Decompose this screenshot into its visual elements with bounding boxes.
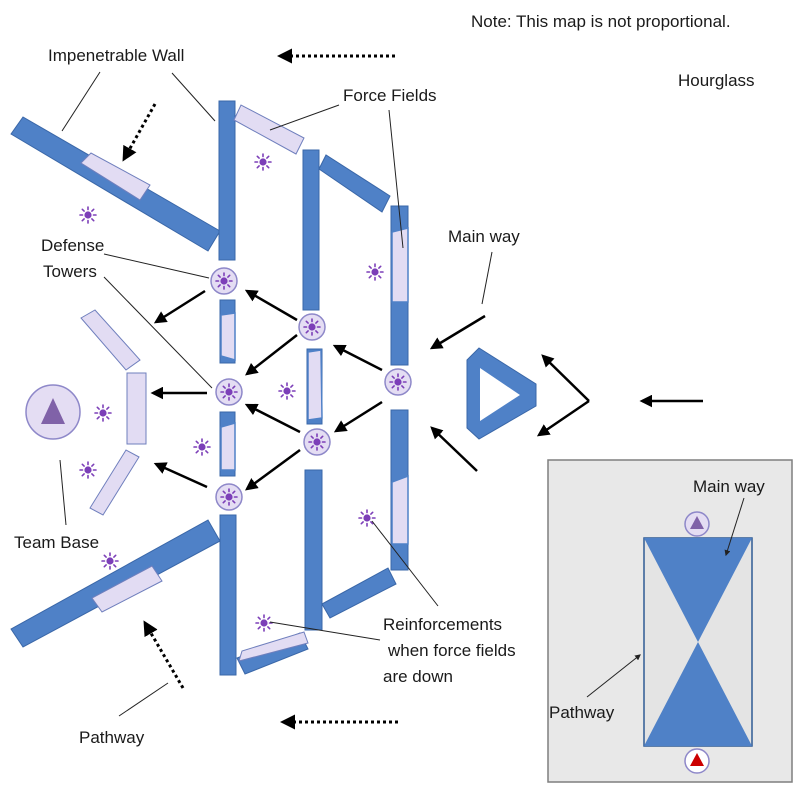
callout-team-base	[59, 459, 67, 526]
sun-icon	[308, 433, 326, 451]
inset-callout-pathway	[586, 654, 641, 698]
force-fields-label: Force Fields	[343, 86, 437, 105]
arrow-enter-bottom	[430, 426, 478, 472]
force-field-middle	[307, 349, 323, 421]
callout-lines	[59, 71, 493, 717]
arrow-to-tower4	[332, 344, 383, 372]
note-text: Note: This map is not proportional.	[471, 12, 731, 31]
callout-reinforce-2	[269, 621, 381, 641]
defense-towers	[210, 267, 412, 511]
arrow-to-base-top	[153, 289, 206, 324]
reinforcement-sun-icon	[358, 509, 376, 527]
reinforcements-label-line2: when force fields	[387, 641, 516, 660]
reinforcement-sun-icon	[94, 404, 112, 422]
callout-wall-1	[61, 71, 101, 132]
force-field-bottom-gate	[238, 631, 309, 662]
wall-middle-bottom	[304, 469, 323, 631]
inset-overview: Main way Pathway	[547, 459, 793, 783]
force-field-top-gate	[233, 104, 305, 155]
callout-wall-2	[171, 72, 216, 122]
arrow-to-tower5	[333, 400, 383, 433]
callout-ff-2	[388, 109, 404, 249]
inset-hourglass-top	[644, 538, 752, 642]
force-field-outer-top	[391, 227, 409, 303]
sun-icon	[303, 318, 321, 336]
defense-tower-2	[215, 378, 243, 406]
reinforcements-label-line3: are down	[383, 667, 453, 686]
sun-icon	[220, 383, 238, 401]
walls	[10, 100, 537, 676]
reinforcement-sun-icon	[193, 438, 211, 456]
defense-tower-3	[215, 483, 243, 511]
reinforcement-sun-icon	[366, 263, 384, 281]
defense-tower-5	[303, 428, 331, 456]
defense-towers-label-line2: Towers	[43, 262, 97, 281]
callout-reinforce-1	[371, 520, 439, 607]
team-base-label: Team Base	[14, 533, 99, 552]
wall-inner-bottom	[219, 514, 237, 676]
force-field-base-middle	[126, 372, 147, 445]
callout-tower-1	[103, 253, 210, 279]
map-name: Hourglass	[678, 71, 755, 90]
reinforcement-sun-icon	[255, 614, 273, 632]
wall-middle-diag-top	[318, 154, 391, 213]
force-field-inner-1	[220, 312, 236, 361]
arrow-enter-top	[429, 314, 486, 350]
wall-middle-top	[302, 149, 320, 311]
team-base-triangle-icon	[41, 398, 65, 424]
sun-icon	[215, 272, 233, 290]
inset-main-way-label: Main way	[693, 477, 765, 496]
defense-tower-6	[384, 368, 412, 396]
force-field-lower-left	[91, 565, 163, 613]
reinforcement-sun-icon	[79, 461, 97, 479]
wall-middle-diag-bottom	[321, 567, 397, 619]
movement-arrows	[150, 289, 703, 491]
dotted-arrows	[122, 48, 398, 730]
reinforcement-sun-icon	[278, 382, 296, 400]
force-field-outer-bottom	[391, 474, 409, 545]
arrow-to-tower2a	[245, 334, 298, 376]
wall-inner-top	[218, 100, 236, 261]
dotted-arrow-lower-left	[143, 620, 185, 689]
defense-tower-4	[298, 313, 326, 341]
arrow-split-down	[536, 399, 590, 437]
inset-hourglass-bottom	[644, 642, 752, 746]
callout-main-way	[481, 251, 493, 305]
team-base	[25, 384, 81, 440]
inset-callout-main-way	[724, 497, 745, 557]
force-field-base-upper	[80, 309, 141, 371]
sun-icon	[220, 488, 238, 506]
inset-team-triangle-icon	[690, 516, 704, 529]
sun-icon	[389, 373, 407, 391]
entry-triangle-gap	[480, 368, 520, 421]
defense-tower-1	[210, 267, 238, 295]
main-way-label: Main way	[448, 227, 520, 246]
arrow-to-tower3	[244, 448, 301, 491]
arrow-to-base-bottom	[153, 462, 208, 489]
dotted-arrow-upper-left	[122, 103, 157, 162]
inset-enemy-triangle-icon	[690, 753, 704, 766]
reinforcements-label-line1: Reinforcements	[383, 615, 502, 634]
callout-tower-2	[103, 276, 213, 389]
force-fields	[80, 104, 409, 662]
force-field-upper-left	[80, 152, 151, 201]
arrow-to-tower2b	[244, 403, 301, 434]
inset-pathway-label: Pathway	[549, 703, 615, 722]
pathway-label: Pathway	[79, 728, 145, 747]
reinforcement-sun-icon	[101, 552, 119, 570]
callout-pathway	[118, 682, 169, 717]
force-field-inner-2	[220, 422, 236, 471]
reinforcement-sun-icon	[254, 153, 272, 171]
arrow-to-tower1	[244, 289, 298, 322]
force-field-base-lower	[89, 449, 140, 516]
callout-ff-1	[269, 104, 340, 131]
arrow-split-up	[541, 354, 590, 402]
defense-towers-label-line1: Defense	[41, 236, 104, 255]
reinforcement-sun-icon	[79, 206, 97, 224]
impenetrable-wall-label: Impenetrable Wall	[48, 46, 184, 65]
